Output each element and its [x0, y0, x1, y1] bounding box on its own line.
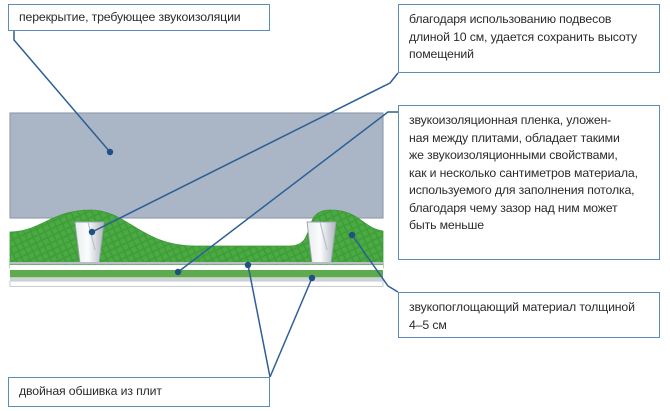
callout-acoustic-film: звукоизоляционная пленка, уложен- ная ме… — [398, 105, 660, 260]
callout-ceiling: перекрытие, требующее звукоизоляции — [8, 4, 270, 31]
callout-hangers: благодаря использованию подвесов длиной … — [398, 4, 660, 73]
leader-panels-b — [269, 277, 313, 378]
leader-panels-a — [247, 264, 271, 378]
leader-film — [177, 111, 398, 273]
concrete-slab — [9, 112, 384, 219]
callout-acoustic-film-text: звукоизоляционная пленка, уложен- ная ме… — [409, 113, 638, 232]
hanger-brackets — [74, 221, 337, 264]
callout-hangers-text: благодаря использованию подвесов длиной … — [409, 12, 637, 61]
board-lining-assembly — [9, 262, 384, 287]
board-layer-lower — [9, 280, 384, 287]
leader-ceiling — [13, 31, 111, 153]
callout-double-lining-text: двойная обшивка из плит — [19, 384, 162, 398]
leader-hangers — [91, 72, 399, 233]
callout-sound-absorber: звукопоглощающий материал толщиной 4–5 с… — [398, 292, 660, 338]
callout-sound-absorber-text: звукопоглощающий материал толщиной 4–5 с… — [409, 300, 635, 332]
leader-absorber — [351, 234, 399, 293]
callout-ceiling-text: перекрытие, требующее звукоизоляции — [19, 10, 241, 24]
leader-lines — [13, 31, 399, 378]
acoustic-film-layer — [10, 270, 383, 278]
callout-double-lining: двойная обшивка из плит — [8, 377, 270, 407]
